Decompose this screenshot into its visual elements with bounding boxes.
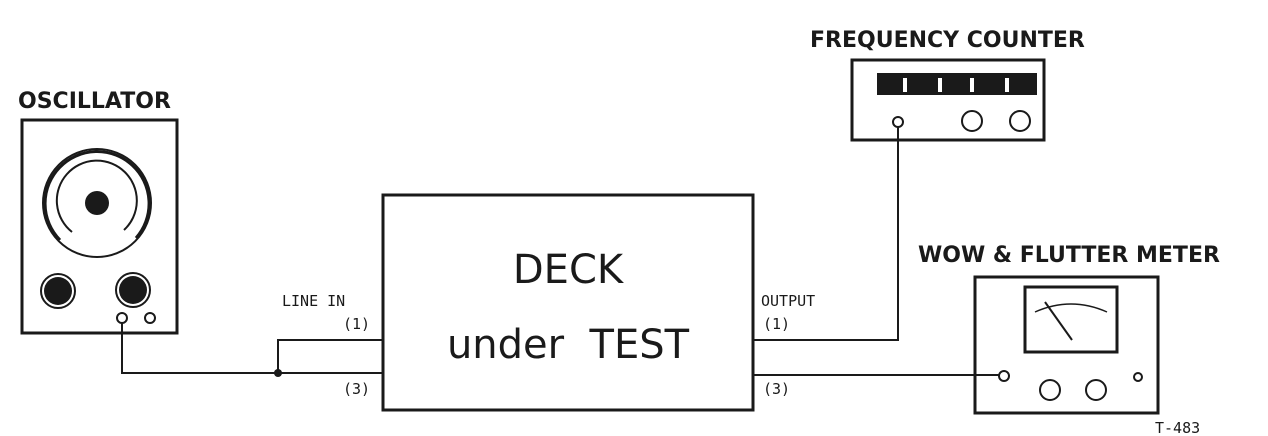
digital-display-icon bbox=[877, 73, 1037, 95]
wow-flutter-meter: WOW & FLUTTER METER bbox=[918, 243, 1220, 415]
deck-out1-to-counter-wire bbox=[753, 127, 899, 341]
wow-meter-input-jack-icon bbox=[998, 370, 1010, 382]
oscillator-to-deck-in3-wire bbox=[121, 323, 383, 374]
wow-meter-case bbox=[973, 275, 1160, 415]
output-3-label: (3) bbox=[763, 380, 790, 398]
frequency-counter-input-jack-icon bbox=[892, 116, 904, 128]
deck-subtitle: under TEST bbox=[447, 322, 690, 368]
wow-meter-ground-jack-icon bbox=[1133, 372, 1143, 382]
output-1-label: (1) bbox=[763, 315, 790, 333]
line-in-3-label: (3) bbox=[343, 380, 370, 398]
frequency-counter-knob-left-icon bbox=[961, 110, 983, 132]
frequency-counter-case bbox=[850, 58, 1046, 142]
tuning-dial-icon bbox=[42, 148, 152, 258]
oscillator-knob-left-icon bbox=[40, 273, 76, 309]
oscillator-knob-right-icon bbox=[115, 272, 151, 308]
wow-meter-label: WOW & FLUTTER METER bbox=[918, 243, 1220, 268]
oscillator-case bbox=[20, 118, 179, 335]
frequency-counter-label: FREQUENCY COUNTER bbox=[810, 28, 1085, 53]
analog-meter-icon bbox=[1023, 285, 1119, 354]
wow-meter-knob-left-icon bbox=[1039, 379, 1061, 401]
figure-id: T-483 bbox=[1155, 419, 1200, 436]
deck-case bbox=[381, 193, 755, 412]
oscillator: OSCILLATOR bbox=[18, 89, 179, 335]
frequency-counter: FREQUENCY COUNTER bbox=[810, 28, 1085, 142]
frequency-counter-knob-right-icon bbox=[1009, 110, 1031, 132]
oscillator-output-jack-icon bbox=[116, 312, 128, 324]
deck-under-test: DECK under TEST bbox=[381, 193, 755, 412]
oscillator-label: OSCILLATOR bbox=[18, 89, 171, 114]
deck-in1-branch-wire bbox=[277, 339, 383, 373]
wow-meter-knob-right-icon bbox=[1085, 379, 1107, 401]
output-label: OUTPUT bbox=[761, 292, 815, 310]
line-in-1-label: (1) bbox=[343, 315, 370, 333]
oscillator-ground-jack-icon bbox=[144, 312, 156, 324]
junction-dot bbox=[274, 369, 282, 377]
deck-title: DECK bbox=[513, 247, 625, 293]
line-in-label: LINE IN bbox=[282, 292, 345, 310]
wiring bbox=[121, 127, 999, 377]
